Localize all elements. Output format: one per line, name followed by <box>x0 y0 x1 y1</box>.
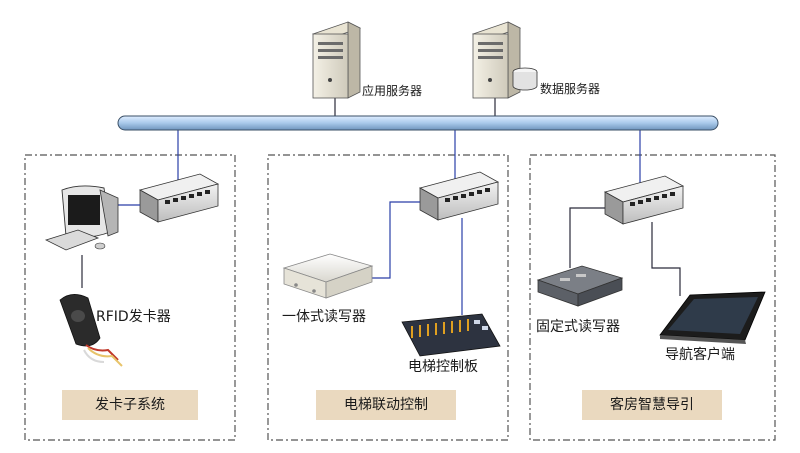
caption-elevator-link: 电梯联动控制 <box>316 390 456 420</box>
nav-client-label: 导航客户端 <box>665 347 735 363</box>
database-icon <box>512 67 538 91</box>
switch3-to-nav-client-link <box>651 222 681 296</box>
data-server-icon <box>471 21 522 99</box>
integrated-reader-icon <box>282 253 374 299</box>
app-server-label: 应用服务器 <box>362 84 423 98</box>
computer-icon <box>44 185 119 251</box>
switch2-to-reader-link <box>372 201 420 279</box>
fixed-reader-label: 固定式读写器 <box>536 319 620 335</box>
elevator-control-board-icon <box>401 313 501 357</box>
data-server-label: 数据服务器 <box>540 82 601 96</box>
switch-3-icon <box>603 175 685 225</box>
group-card-issue-border <box>24 154 236 441</box>
integrated-reader-label: 一体式读写器 <box>282 309 366 325</box>
switch-2-icon <box>418 171 500 221</box>
switch-1-icon <box>138 173 220 223</box>
fixed-reader-icon <box>536 265 624 307</box>
caption-guest-guide: 客房智慧导引 <box>582 390 722 420</box>
group-guide-border <box>529 154 776 441</box>
app-server-icon <box>311 21 362 99</box>
rfid-issuer-label: RFID发卡器 <box>96 309 171 325</box>
group-elevator-border <box>267 154 509 441</box>
caption-card-issue: 发卡子系统 <box>62 390 198 420</box>
nav-client-tablet-icon <box>659 291 766 344</box>
elevator-board-label: 电梯控制板 <box>408 359 478 375</box>
rfid-reader-icon <box>59 294 123 367</box>
switch3-to-fixed-reader-link <box>569 207 605 268</box>
network-bus <box>117 115 719 131</box>
